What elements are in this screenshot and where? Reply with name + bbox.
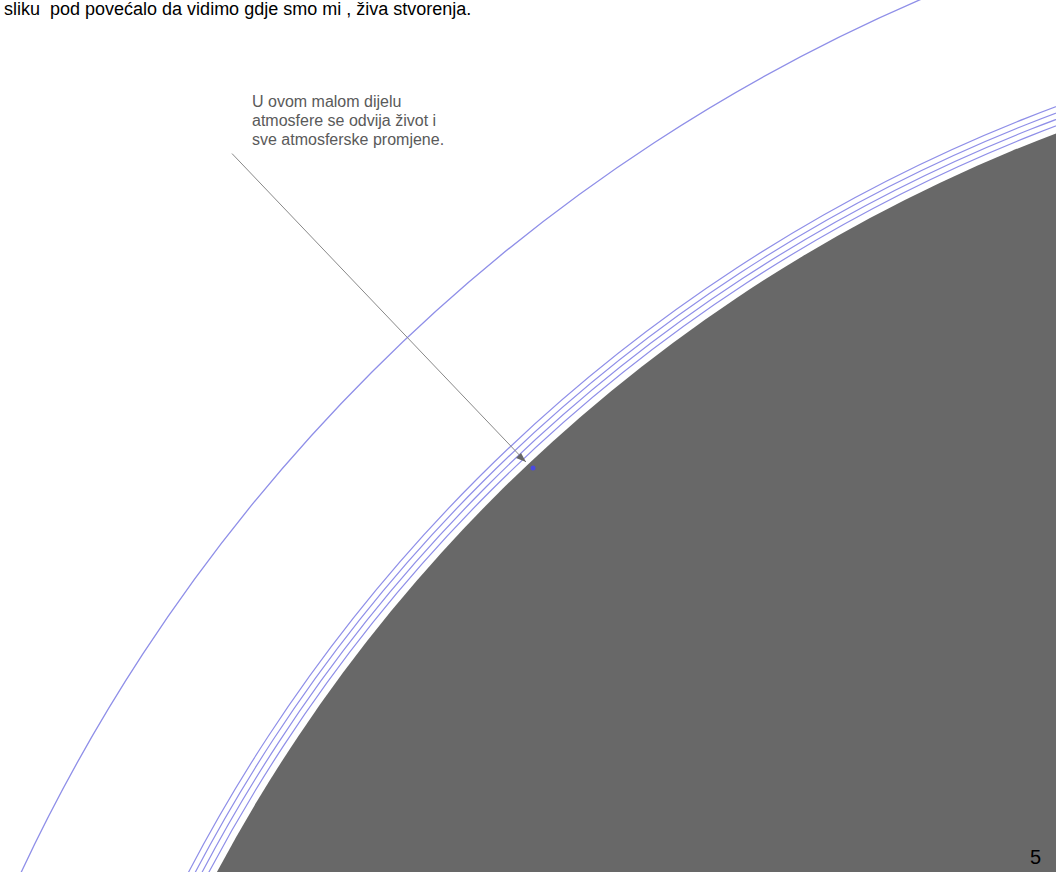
atmosphere-layer	[11, 11, 1056, 872]
callout-text: U ovom malom dijelu atmosfere se odvija …	[252, 92, 452, 150]
atmosphere-layer	[5, 5, 1056, 872]
atmosphere-layer	[17, 17, 1056, 872]
leader-line	[232, 154, 526, 462]
intro-text: sliku pod povećalo da vidimo gdje smo mi…	[4, 0, 904, 20]
atmosphere-layer	[23, 23, 1056, 872]
leader-arrowhead	[516, 453, 526, 462]
earth-disc	[30, 30, 1056, 872]
marker-dot	[531, 466, 536, 471]
page-number: 5	[1030, 845, 1054, 869]
